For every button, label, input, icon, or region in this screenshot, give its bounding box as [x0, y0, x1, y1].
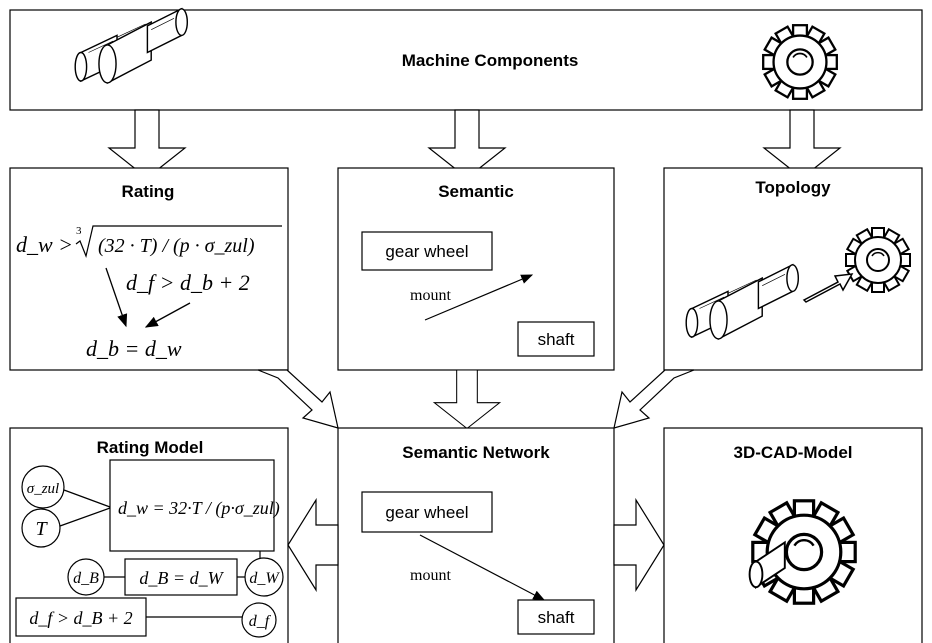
network-node-shaft-label: shaft [538, 608, 575, 627]
svg-text:d_B = d_W: d_B = d_W [139, 568, 224, 588]
rating-eq3: d_b = d_w [86, 336, 182, 361]
svg-text:d_W: d_W [249, 570, 280, 587]
network-node-gear-wheel [361, 491, 493, 533]
rating-eq1: d_w > 3 (32 · T) / (p · σ_zul) [16, 225, 282, 258]
svg-text:T: T [35, 518, 48, 540]
network-edge-label: mount [410, 567, 451, 584]
arrow-topology-to-network [613, 369, 695, 429]
node-T [21, 508, 61, 548]
semantic-node-shaft [517, 321, 595, 357]
machine-components-title: Machine Components [402, 51, 579, 70]
gear-shaft-assembly-icon [748, 499, 857, 605]
semantic-title: Semantic [438, 182, 514, 201]
svg-text:d_f: d_f [249, 613, 272, 630]
rating-model-formula: d_w = 32·T / (p·σ_zul) [118, 498, 280, 519]
cad-model-title: 3D-CAD-Model [734, 443, 853, 462]
semantic-edge [424, 274, 534, 321]
semantic-node-gear-wheel-label: gear wheel [385, 242, 468, 261]
node-sigma [21, 465, 65, 509]
rating-model-eq-box [124, 558, 238, 596]
arrow-network-to-cad [613, 497, 665, 593]
rating-arrow-2 [144, 302, 191, 328]
rating-eq1-rhs: (32 · T) / (p · σ_zul) [98, 235, 255, 257]
network-node-gear-wheel-label: gear wheel [385, 503, 468, 522]
rating-eq2: d_f > d_b + 2 [126, 270, 250, 295]
semantic-network-title: Semantic Network [402, 443, 550, 462]
network-node-shaft [517, 599, 595, 635]
assembly-arrow-icon [802, 273, 854, 303]
svg-text:σ_zul: σ_zul [27, 481, 59, 497]
rating-title: Rating [122, 182, 175, 201]
rating-eq1-lhs: d_w > [16, 232, 73, 257]
rating-arrow-1 [105, 267, 128, 328]
semantic-node-gear-wheel [361, 231, 493, 271]
node-df [241, 602, 277, 638]
topology-title: Topology [755, 178, 831, 197]
arrow-rating-to-network [257, 369, 339, 429]
svg-text:d_B: d_B [73, 570, 99, 587]
semantic-edge-label: mount [410, 287, 451, 304]
network-edge [419, 534, 546, 601]
rating-model-title: Rating Model [97, 438, 204, 457]
root-sign [75, 225, 282, 258]
arrow-network-to-rating-model [287, 497, 339, 593]
svg-text:3: 3 [76, 225, 82, 237]
node-dW [244, 557, 284, 597]
rating-model-formula-box [109, 459, 275, 552]
semantic-node-shaft-label: shaft [538, 330, 575, 349]
arrow-semantic-to-network [433, 369, 501, 429]
rating-box [9, 167, 289, 371]
svg-text:d_f > d_B + 2: d_f > d_B + 2 [29, 608, 132, 628]
